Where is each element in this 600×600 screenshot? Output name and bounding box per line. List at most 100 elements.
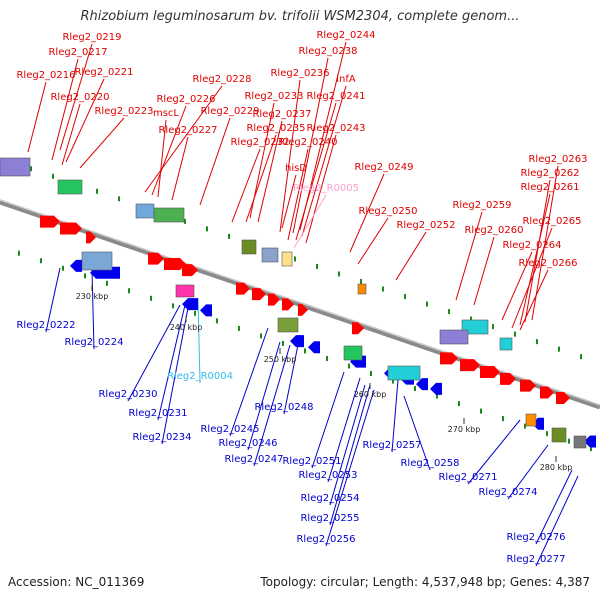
reverse-gene-leader-line <box>327 377 361 483</box>
forward-gene-leader-line <box>279 79 301 233</box>
forward-gene-label: Rleg2_0226 <box>156 94 215 105</box>
accession-text: Accession: NC_011369 <box>8 575 145 589</box>
reverse-gene-leader-line <box>391 379 399 453</box>
feature-box <box>153 207 185 223</box>
forward-gene-leader-line <box>519 269 549 331</box>
content-tick-mark <box>150 295 152 301</box>
content-tick-mark <box>470 316 472 322</box>
forward-gene-leader-line <box>281 174 297 229</box>
feature-box <box>261 247 279 263</box>
content-tick-mark <box>524 423 526 429</box>
reverse-gene-label: Rleg2_0231 <box>128 408 187 419</box>
content-tick-mark <box>52 173 54 179</box>
forward-gene-arrow <box>480 366 500 378</box>
forward-rna-label: Rleg2_R0005 <box>293 183 359 194</box>
reverse-gene-leader-line <box>45 267 61 333</box>
feature-box <box>343 345 363 361</box>
reverse-gene-leader-line <box>161 307 189 445</box>
reverse-gene-label: Rleg2_0274 <box>478 487 537 498</box>
reverse-gene-label: Rleg2_0276 <box>506 532 565 543</box>
forward-gene-leader-line <box>473 236 495 306</box>
content-tick-mark <box>414 386 416 392</box>
reverse-gene-label: Rleg2_0248 <box>254 402 313 413</box>
content-tick-mark <box>18 250 20 256</box>
reverse-gene-label: Rleg2_0247 <box>224 454 283 465</box>
reverse-gene-label: Rleg2_0256 <box>296 534 355 545</box>
feature-box <box>277 317 299 333</box>
forward-gene-label: Rleg2_0235 <box>246 123 305 134</box>
content-tick-mark <box>492 324 494 330</box>
forward-gene-label: Rleg2_0229 <box>200 106 259 117</box>
forward-gene-label: Rleg2_0265 <box>522 216 581 227</box>
content-tick-mark <box>260 333 262 339</box>
forward-gene-leader-line <box>245 134 277 223</box>
reverse-gene-label: Rleg2_0245 <box>200 424 259 435</box>
forward-gene-leader-line <box>501 251 533 321</box>
reverse-gene-leader-line <box>535 469 573 545</box>
forward-gene-label: Rleg2_0262 <box>520 168 579 179</box>
feature-box <box>241 239 257 255</box>
forward-gene-leader-line <box>65 78 105 163</box>
forward-gene-arrow <box>148 252 164 265</box>
reverse-gene-leader-line <box>247 341 281 451</box>
content-tick-mark <box>294 256 296 262</box>
content-tick-mark <box>436 393 438 399</box>
forward-gene-leader-line <box>157 119 167 198</box>
reverse-gene-arrow <box>182 298 198 311</box>
forward-gene-leader-line <box>292 57 329 234</box>
content-tick-mark <box>580 354 582 360</box>
reverse-gene-arrow <box>584 435 596 448</box>
forward-gene-arrow <box>40 215 60 228</box>
reverse-rna-label: Rleg2_R0004 <box>167 371 233 382</box>
reverse-gene-label: Rleg2_0224 <box>64 337 123 348</box>
forward-gene-label: Rleg2_0228 <box>192 74 251 85</box>
reverse-gene-leader-line <box>283 334 301 415</box>
forward-gene-leader-line <box>61 103 81 166</box>
forward-gene-label: Rleg2_0252 <box>396 220 455 231</box>
forward-gene-leader-line <box>231 148 261 223</box>
kbp-label: 240 kbp <box>170 323 203 332</box>
forward-gene-label: hisD <box>285 163 307 174</box>
forward-gene-leader-line <box>171 136 189 201</box>
feature-box <box>525 413 537 427</box>
forward-gene-label: Rleg2_0241 <box>306 91 365 102</box>
kbp-label: 280 kbp <box>540 463 573 472</box>
content-tick-mark <box>546 431 548 437</box>
feature-box <box>0 157 31 177</box>
content-tick-mark <box>282 340 284 346</box>
reverse-gene-label: Rleg2_0251 <box>282 456 341 467</box>
reverse-gene-leader-line <box>157 304 186 421</box>
forward-gene-label: Rleg2_0238 <box>298 46 357 57</box>
feature-box <box>439 329 469 345</box>
content-tick-mark <box>96 188 98 194</box>
forward-gene-leader-line <box>79 117 125 169</box>
content-tick-mark <box>536 339 538 345</box>
genome-backbone-highlight <box>0 199 600 406</box>
forward-gene-leader-line <box>51 58 79 161</box>
feature-box <box>573 435 587 449</box>
content-tick-mark <box>502 416 504 422</box>
kbp-label: 270 kbp <box>448 425 481 434</box>
content-tick-mark <box>458 401 460 407</box>
forward-gene-leader-line <box>301 85 347 237</box>
reverse-gene-arrow <box>290 335 304 348</box>
forward-gene-leader-line <box>144 85 223 193</box>
forward-gene-leader-line <box>357 217 389 265</box>
forward-gene-label: Rleg2_0259 <box>452 200 511 211</box>
forward-gene-leader-line <box>59 43 93 151</box>
forward-gene-arrow <box>556 391 570 404</box>
forward-gene-arrow <box>520 379 536 392</box>
forward-gene-label: Rleg2_0243 <box>306 123 365 134</box>
forward-gene-arrow <box>164 258 186 271</box>
kbp-label: 260 kbp <box>354 390 387 399</box>
forward-gene-arrow <box>86 231 96 244</box>
reverse-gene-label: Rleg2_0257 <box>362 440 421 451</box>
kbp-label: 230 kbp <box>76 292 109 301</box>
reverse-gene-leader-line <box>403 395 431 471</box>
forward-gene-arrow <box>268 293 280 306</box>
feature-box <box>81 251 113 271</box>
forward-gene-label: Rleg2_0219 <box>62 32 121 43</box>
reverse-gene-label: Rleg2_0246 <box>218 438 277 449</box>
forward-gene-arrow <box>182 264 198 277</box>
forward-gene-label: Rleg2_0260 <box>464 225 523 236</box>
